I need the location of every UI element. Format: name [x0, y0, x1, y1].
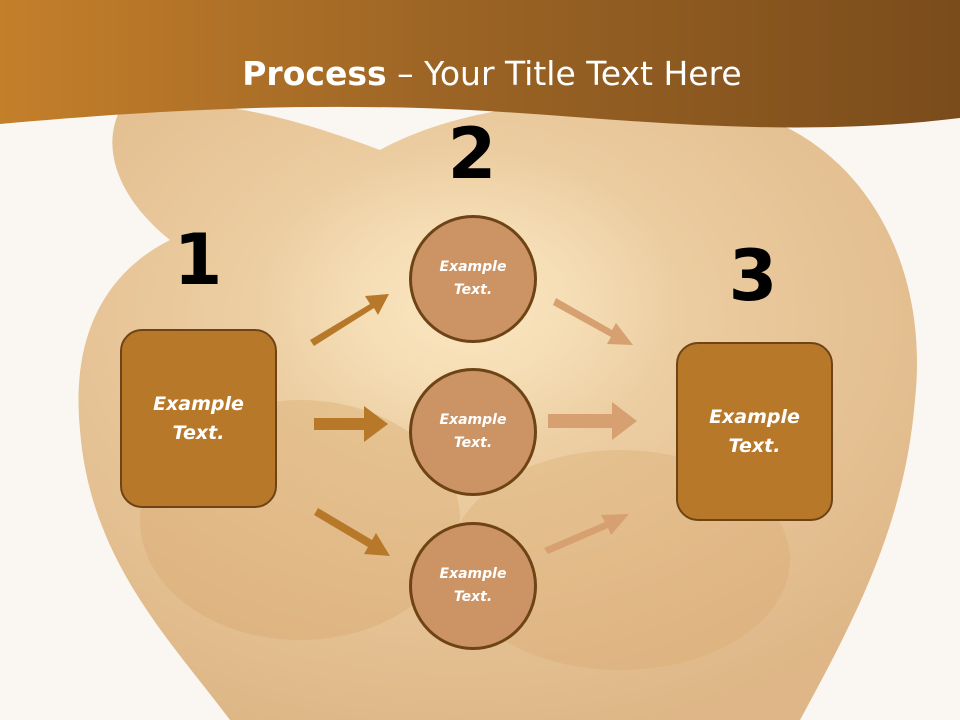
circle-top: Example Text. [409, 215, 537, 343]
header-band [0, 0, 960, 128]
arrow-step1-to-circle2 [314, 406, 388, 442]
step-1-box-text: Example Text. [153, 392, 244, 444]
step-number-1: 1 [173, 219, 223, 301]
arrow-circle2-to-step3 [548, 402, 637, 440]
slide-title: Process – Your Title Text Here [0, 52, 960, 96]
title-bold: Process [242, 54, 387, 93]
circle-bottom-text: Example Text. [439, 566, 507, 605]
arrow-step1-to-circle1 [310, 294, 389, 346]
circle-middle-text: Example Text. [439, 412, 507, 451]
step-1-box: Example Text. [120, 329, 277, 508]
step-3-box-text: Example Text. [709, 405, 800, 457]
step-number-2: 2 [447, 113, 497, 195]
step-3-box: Example Text. [676, 342, 833, 521]
circle-top-text: Example Text. [439, 259, 507, 298]
circle-middle: Example Text. [409, 368, 537, 496]
step-number-3: 3 [728, 235, 778, 317]
arrow-step1-to-circle3 [314, 508, 390, 556]
title-rest: – Your Title Text Here [386, 54, 742, 93]
arrow-circle1-to-step3 [553, 298, 633, 345]
arrow-circle3-to-step3 [544, 514, 629, 554]
circle-bottom: Example Text. [409, 522, 537, 650]
